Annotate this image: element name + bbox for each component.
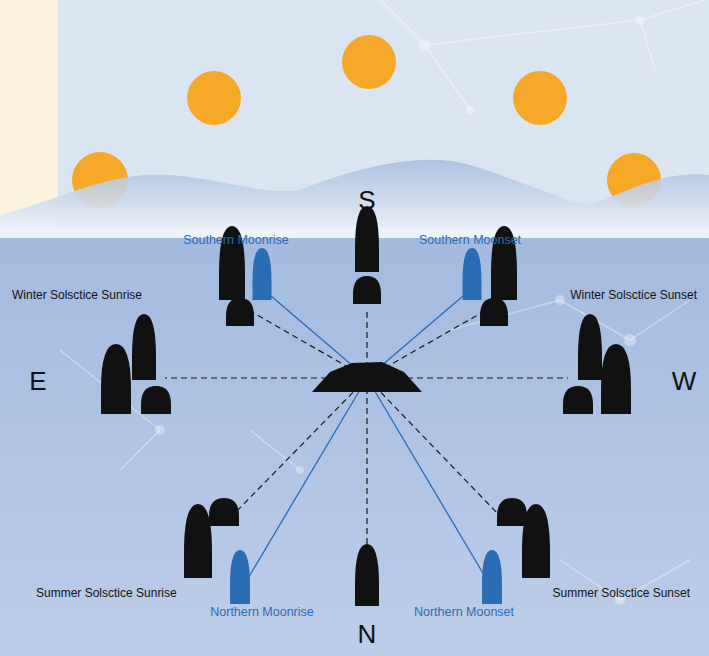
solar-label: Winter Solsctice Sunset [570, 289, 697, 302]
solar-label: Summer Solsctice Sunset [553, 587, 690, 600]
standing-stone [355, 544, 379, 606]
lunar-label: Southern Moonset [419, 234, 521, 248]
standing-stone [578, 314, 602, 380]
lunar-label: Southern Moonrise [183, 234, 289, 248]
standing-stone [601, 344, 631, 414]
standing-stone [230, 550, 250, 604]
standing-stone [497, 498, 527, 526]
standing-stone [353, 276, 381, 304]
hills [0, 160, 709, 238]
standing-stone [463, 248, 482, 300]
ground [0, 236, 709, 656]
solar-sight-line [366, 378, 367, 545]
recumbent-stone [312, 362, 422, 392]
standing-stone [132, 314, 156, 380]
compass-letter: W [672, 367, 697, 396]
compass-letter: N [358, 620, 377, 649]
horizon-band [0, 228, 709, 237]
standing-stone [355, 206, 379, 272]
lunar-sight-line [244, 378, 367, 585]
standing-stone [563, 386, 593, 414]
standing-stone [226, 298, 254, 326]
solar-sight-line [367, 378, 500, 516]
lunar-sight-line [367, 378, 490, 585]
lunar-label: Northern Moonrise [210, 606, 314, 620]
standing-stone [209, 498, 239, 526]
solar-label: Winter Solsctice Sunrise [12, 289, 142, 302]
constellation-lines [60, 0, 705, 600]
constellation-dots [155, 15, 645, 605]
standing-stone [101, 344, 131, 414]
sky [0, 0, 709, 240]
solar-sight-line [232, 378, 367, 516]
lunar-label: Northern Moonset [414, 606, 514, 620]
standing-stone [184, 504, 212, 578]
standing-stone [480, 298, 508, 326]
compass-letter: S [358, 186, 375, 215]
solar-label: Summer Solsctice Sunrise [36, 587, 177, 600]
standing-stone [253, 248, 272, 300]
standing-stone [141, 386, 171, 414]
compass-letter: E [29, 367, 46, 396]
standing-stone [482, 550, 502, 604]
